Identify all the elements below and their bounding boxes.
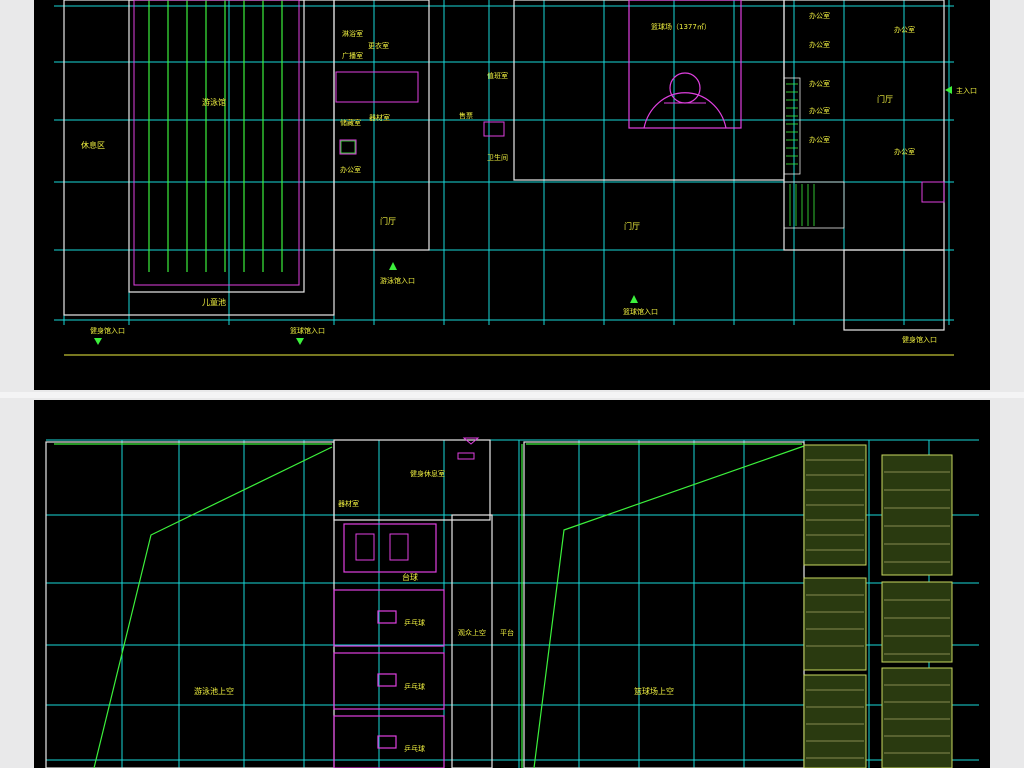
svg-text:值班室: 值班室 <box>487 71 508 80</box>
label-billiards: 台球 <box>402 572 418 582</box>
svg-text:广播室: 广播室 <box>342 51 363 60</box>
toilet-symbol <box>340 140 356 154</box>
label-pingpong-2: 乒乓球 <box>404 682 425 691</box>
label-entrance-a: 健身馆入口 <box>90 326 125 335</box>
label-pingpong-1: 乒乓球 <box>404 618 425 627</box>
billiard-table-b <box>389 533 409 561</box>
svg-text:办公室: 办公室 <box>809 106 830 115</box>
walls <box>63 0 945 331</box>
label-rest-area: 休息区 <box>81 140 105 150</box>
pingpong-rooms <box>333 589 445 768</box>
label-entrance-b: 篮球馆入口 <box>290 326 325 335</box>
svg-text:办公室: 办公室 <box>340 165 361 174</box>
basketball-court <box>628 0 742 129</box>
label-entrance-f: 健身馆入口 <box>902 335 937 344</box>
label-swim-area: 游泳馆 <box>202 97 226 107</box>
svg-text:售票: 售票 <box>459 111 473 120</box>
stairs <box>783 77 845 229</box>
label-pingpong-3: 乒乓球 <box>404 744 425 753</box>
bottom-plan-drawing: 游泳池上空 篮球场上空 台球 乒乓球 乒乓球 乒乓球 器材室 健身休息室 观众上… <box>45 437 979 768</box>
svg-text:办公室: 办公室 <box>809 79 830 88</box>
svg-text:更衣室: 更衣室 <box>368 41 389 50</box>
fixture-marker <box>462 437 480 445</box>
label-void-basket: 篮球场上空 <box>634 686 674 696</box>
entrance-arrows <box>94 86 952 345</box>
label-entrance-d: 篮球馆入口 <box>623 307 658 316</box>
label-entrance-c: 游泳馆入口 <box>380 276 415 285</box>
label-basketball: 篮球场（1377㎡） <box>651 22 711 31</box>
top-plan-drawing: 游泳馆 休息区 儿童池 门厅 门厅 门厅 篮球场（1377㎡） 健身馆入口 篮球… <box>54 0 977 356</box>
label-kids-pool: 儿童池 <box>202 297 226 307</box>
svg-text:卫生间: 卫生间 <box>487 153 508 162</box>
bottom-floor-plan: 游泳池上空 篮球场上空 台球 乒乓球 乒乓球 乒乓球 器材室 健身休息室 观众上… <box>34 400 990 768</box>
svg-text:办公室: 办公室 <box>894 25 915 34</box>
small-room-labels: 淋浴室 更衣室 广播室 器材室 储藏室 办公室 值班室 卫生间 售票 办公室 办… <box>340 11 915 174</box>
pool-lanes <box>148 0 283 272</box>
label-entrance-e: 主入口 <box>956 86 977 95</box>
walls <box>45 439 805 768</box>
three-point-arc <box>643 92 727 129</box>
svg-text:淋浴室: 淋浴室 <box>342 29 363 38</box>
svg-text:办公室: 办公室 <box>809 40 830 49</box>
fixtures <box>335 71 945 203</box>
label-room-a: 器材室 <box>338 499 359 508</box>
label-room-b: 健身休息室 <box>410 469 445 478</box>
label-lobby-mid: 门厅 <box>624 221 640 231</box>
equipment-fixture <box>457 452 475 460</box>
billiard-table-a <box>355 533 375 561</box>
seat-rows <box>806 459 950 759</box>
label-room-d: 平台 <box>500 628 514 637</box>
panel-divider <box>0 392 1024 398</box>
label-lobby-right: 门厅 <box>877 94 893 104</box>
svg-text:办公室: 办公室 <box>809 135 830 144</box>
label-void-swim: 游泳池上空 <box>194 686 234 696</box>
svg-text:办公室: 办公室 <box>894 147 915 156</box>
pool-edge <box>133 0 300 286</box>
top-floor-plan: 游泳馆 休息区 儿童池 门厅 门厅 门厅 篮球场（1377㎡） 健身馆入口 篮球… <box>34 0 990 390</box>
label-room-c: 观众上空 <box>458 628 486 637</box>
void-lines <box>54 443 805 768</box>
svg-text:储藏室: 储藏室 <box>340 118 361 127</box>
svg-text:办公室: 办公室 <box>809 11 830 20</box>
seating-blocks <box>803 444 953 768</box>
label-lobby-left: 门厅 <box>380 216 396 226</box>
grid-lines <box>54 0 954 325</box>
svg-text:器材室: 器材室 <box>369 113 390 122</box>
billiard-room <box>343 523 437 573</box>
